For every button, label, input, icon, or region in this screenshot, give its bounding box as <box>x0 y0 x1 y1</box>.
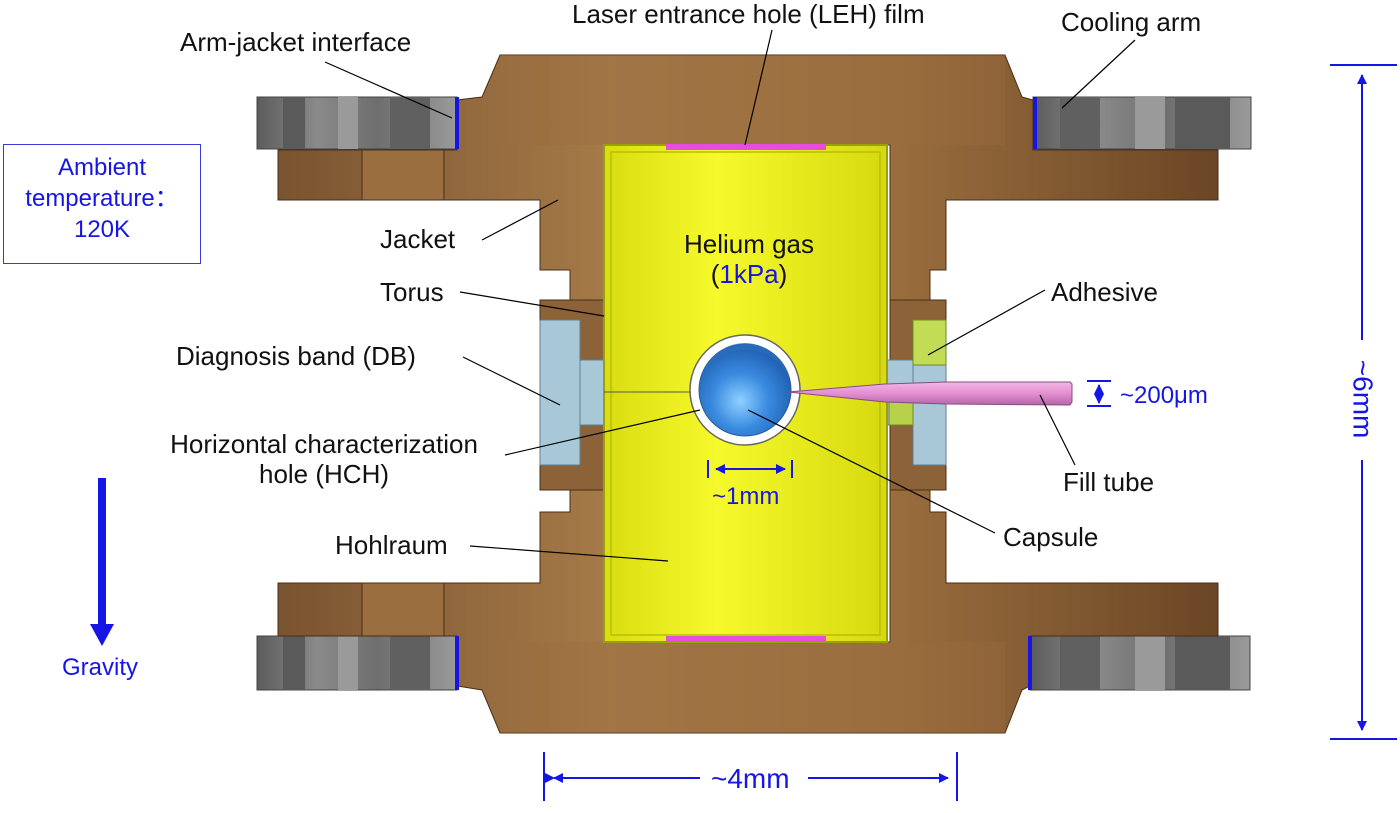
capsule <box>689 334 801 446</box>
label-hch-line2: hole (HCH) <box>258 458 390 489</box>
gravity-arrow <box>90 478 114 646</box>
arm-jacket-interface <box>455 97 1037 690</box>
dim-fill-tube-diameter: ~200μm <box>1120 382 1208 409</box>
dim-width: ~4mm <box>711 763 790 794</box>
cooling-arm-top-left <box>256 96 458 150</box>
ambient-line1: Ambient <box>57 154 147 181</box>
helium-pressure-value: 1kPa <box>719 258 779 289</box>
dimension-width <box>543 752 958 801</box>
ambient-line2: temperature： <box>25 185 179 213</box>
cooling-arm-bottom-left <box>256 635 458 691</box>
leh-film-bottom <box>666 636 826 642</box>
label-helium-line1: Helium gas <box>683 229 815 259</box>
label-adhesive: Adhesive <box>1051 277 1158 307</box>
dim-height: ~6mm <box>1347 359 1379 439</box>
leader-lines <box>324 29 1136 562</box>
ambient-temperature-label: Ambient temperature： 120K <box>3 152 201 246</box>
helium-paren-open: ( <box>710 258 720 289</box>
label-diagnosis-band: Diagnosis band (DB) <box>176 341 416 371</box>
label-torus: Torus <box>380 277 444 307</box>
dimension-capsule <box>707 460 793 478</box>
label-hch: Horizontal characterization hole (HCH) <box>145 429 503 490</box>
leh-film-top <box>666 144 826 150</box>
dim-capsule-diameter: ~1mm <box>712 483 780 510</box>
label-arm-jacket-interface: Arm-jacket interface <box>180 27 412 57</box>
label-helium-pressure: (1kPa) <box>656 258 842 290</box>
label-leh-film: Laser entrance hole (LEH) film <box>572 0 925 29</box>
label-fill-tube: Fill tube <box>1063 467 1155 497</box>
helium-paren-close: ) <box>778 258 788 289</box>
label-hohlraum: Hohlraum <box>335 530 448 560</box>
jacket-bottom <box>277 489 1219 734</box>
jacket-top <box>277 54 1219 301</box>
dimension-fill-tube <box>1087 380 1111 407</box>
diagnosis-band-left <box>539 319 606 466</box>
label-capsule: Capsule <box>1003 522 1099 552</box>
label-helium-gas: Helium gas (1kPa) <box>656 229 842 290</box>
label-jacket: Jacket <box>380 224 456 254</box>
label-hch-line1: Horizontal characterization <box>170 429 478 459</box>
adhesive <box>912 319 947 366</box>
fill-tube <box>787 381 1073 406</box>
label-cooling-arm: Cooling arm <box>1061 7 1202 37</box>
dimension-height <box>1330 64 1397 740</box>
label-gravity: Gravity <box>62 654 139 681</box>
ambient-temperature-box <box>3 144 201 264</box>
ambient-line3: 120K <box>73 216 131 244</box>
cooling-arm-bottom-right <box>1029 635 1251 691</box>
